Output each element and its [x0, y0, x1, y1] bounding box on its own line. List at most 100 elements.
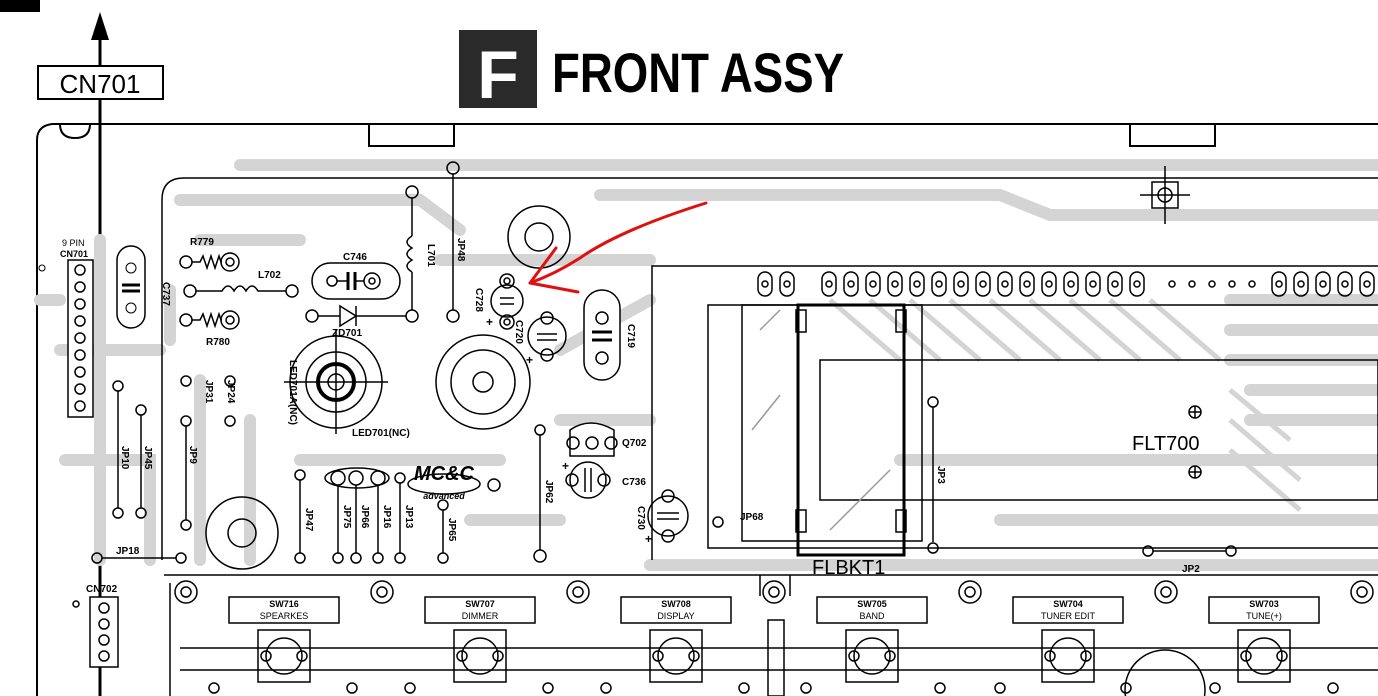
- label-c746: C746: [343, 252, 367, 263]
- capacitor-c719: [583, 289, 621, 381]
- label-l702: L702: [258, 270, 281, 281]
- page-title: FRONT ASSY: [552, 41, 844, 104]
- label-r779: R779: [190, 237, 214, 248]
- flt700-pin-row: [757, 271, 1375, 297]
- switch-button: [461, 637, 499, 675]
- switch-label-box: [816, 596, 928, 624]
- switch-pin: [884, 650, 896, 662]
- switch-name: DISPLAY: [657, 611, 694, 621]
- switch-name: TUNE(+): [1246, 611, 1282, 621]
- c730-plus: +: [645, 532, 652, 546]
- c720-plus: +: [526, 353, 533, 367]
- c728-plus: +: [486, 315, 493, 329]
- switch-body: [845, 629, 899, 683]
- header-cn701: 9 PIN CN701: [38, 238, 94, 418]
- switch-name: DIMMER: [462, 611, 499, 621]
- label-l701: L701: [425, 244, 436, 267]
- switch-body: [453, 629, 507, 683]
- label-c737: C737: [160, 282, 171, 306]
- label-jp45: JP45: [142, 446, 153, 470]
- label-jp18: JP18: [116, 546, 140, 557]
- switch-name: BAND: [859, 611, 885, 621]
- capacitor-c737: C737: [116, 245, 171, 329]
- switch-ref: SW704: [1053, 599, 1083, 609]
- capacitor-c730: [647, 489, 689, 543]
- switch-pin: [260, 650, 272, 662]
- title-badge-letter: F: [477, 37, 519, 113]
- switch-label-box: [1208, 596, 1320, 624]
- label-c719: C719: [625, 324, 636, 348]
- corner-marker: [0, 0, 40, 12]
- diode-zd701: [305, 304, 419, 328]
- switch-pin: [456, 650, 468, 662]
- logo-text: MC&C: [414, 463, 475, 485]
- capacitor-c736: [565, 461, 611, 499]
- label-jp10: JP10: [119, 446, 130, 470]
- label-led701a: LED701A(NC): [287, 360, 298, 425]
- switch-ref: SW705: [857, 599, 887, 609]
- label-flbkt1: FLBKT1: [812, 557, 885, 579]
- label-jp62: JP62: [543, 480, 554, 504]
- label-zd701: ZD701: [332, 328, 362, 339]
- switch-pin: [652, 650, 664, 662]
- crosshair-pad: [1140, 166, 1190, 224]
- switch-label-box: [620, 596, 732, 624]
- label-r780: R780: [206, 337, 230, 348]
- switch-label-box: [424, 596, 536, 624]
- switch-button: [853, 637, 891, 675]
- display-flt700: [707, 303, 1378, 557]
- connector-label: CN701: [60, 69, 141, 99]
- label-jp2: JP2: [1182, 564, 1200, 575]
- label-jp31: JP31: [203, 380, 214, 404]
- switch-row-mounts: [174, 575, 1378, 696]
- arrow-up-icon: [91, 12, 109, 40]
- label-jp9: JP9: [187, 446, 198, 464]
- inner-regions: [161, 177, 1378, 696]
- switch-button: [1245, 637, 1283, 675]
- switch-name: SPEARKES: [260, 611, 309, 621]
- switch-body: [649, 629, 703, 683]
- header-name: CN701: [60, 249, 88, 259]
- c736-plus: +: [562, 459, 569, 473]
- annotation-arrow: [528, 201, 708, 294]
- transistor-q702: [566, 422, 618, 457]
- label-jp66: JP66: [359, 505, 370, 529]
- label-jp47: JP47: [303, 508, 314, 532]
- label-jp68: JP68: [740, 512, 764, 523]
- switch-label-box: [1012, 596, 1124, 624]
- label-c720: C720: [513, 320, 524, 344]
- logo-subtext: advanced: [423, 491, 465, 501]
- title-badge: [459, 30, 537, 108]
- board-outline: [36, 123, 1378, 696]
- switch-button: [657, 637, 695, 675]
- switch-ref: SW703: [1249, 599, 1279, 609]
- capacitor-c728: [490, 273, 524, 330]
- switch-body: [1237, 629, 1291, 683]
- led-led701: [284, 330, 388, 434]
- switch-button: [265, 637, 303, 675]
- jumper-jp2: [1142, 545, 1237, 557]
- header-pin-count: 9 PIN: [62, 238, 85, 248]
- switch-pin: [296, 650, 308, 662]
- label-c736: C736: [622, 477, 646, 488]
- label-jp48: JP48: [455, 238, 466, 262]
- mounting-holes: [205, 205, 1206, 696]
- switch-body: [1041, 629, 1095, 683]
- switch-pin: [688, 650, 700, 662]
- label-led701: LED701(NC): [352, 428, 410, 439]
- header-cn702: CN702: [72, 584, 119, 668]
- connector-label-box: [37, 65, 164, 100]
- label-flt700: FLT700: [1132, 433, 1199, 455]
- label-cn702: CN702: [86, 584, 118, 595]
- bottom-holes: [208, 682, 1339, 694]
- label-jp3: JP3: [935, 466, 946, 484]
- label-jp13: JP13: [403, 505, 414, 529]
- label-c730: C730: [635, 506, 646, 530]
- label-jp16: JP16: [381, 505, 392, 529]
- switch-ref: SW708: [661, 599, 691, 609]
- switch-pin: [1080, 650, 1092, 662]
